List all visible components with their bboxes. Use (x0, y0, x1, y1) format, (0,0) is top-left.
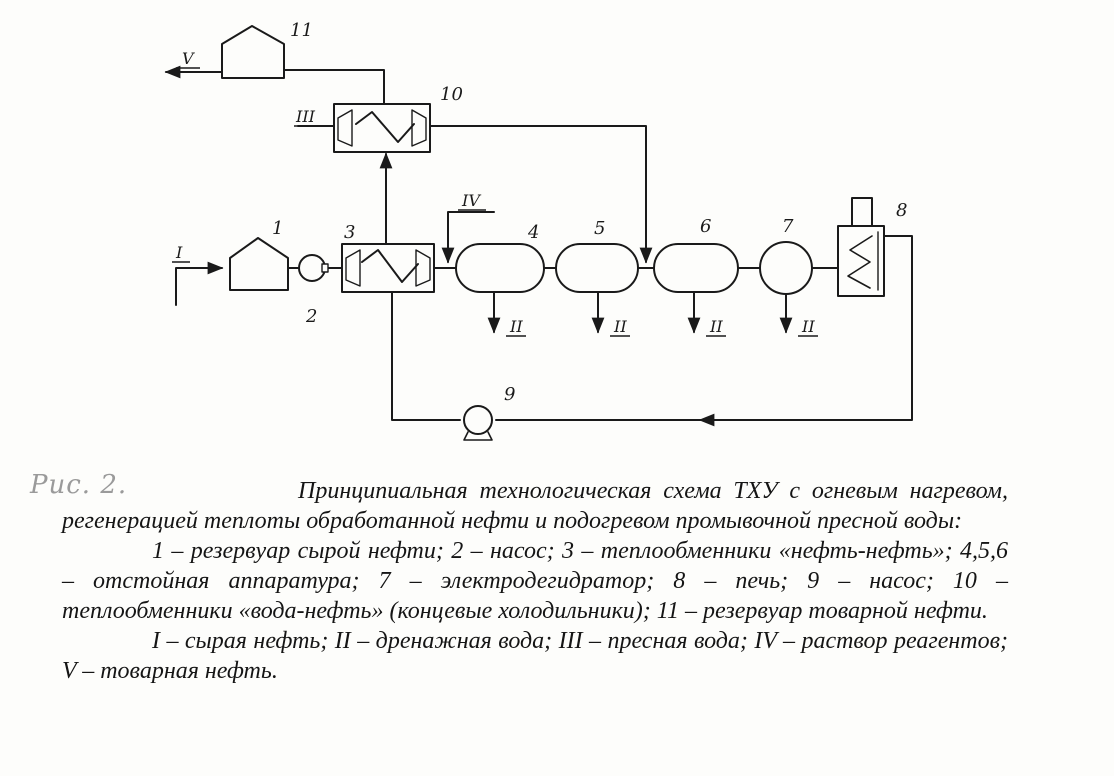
label-1: 1 (272, 218, 283, 239)
caption-title: Принципиальная технологическая схема ТХУ… (62, 478, 1008, 534)
raw-oil-inlet-line (175, 261, 224, 306)
label-11: 11 (290, 20, 313, 41)
stream-label-drain-4: II (506, 317, 526, 337)
label-10: 10 (440, 84, 463, 105)
label-3: 3 (344, 222, 355, 243)
settler-6 (653, 243, 739, 293)
svg-text:IV: IV (461, 191, 481, 210)
settler-4 (455, 243, 545, 293)
label-5: 5 (594, 218, 605, 239)
pump-2 (298, 254, 329, 282)
equipment-number-labels: 11 10 1 2 3 4 5 6 7 8 9 (272, 20, 907, 405)
svg-text:II: II (709, 317, 723, 336)
svg-text:I: I (175, 243, 183, 262)
oil-oil-heat-exchanger-3 (341, 243, 435, 293)
stream-label-raw-oil: I (172, 243, 190, 263)
figure-caption: Принципиальная технологическая схема ТХУ… (62, 476, 1008, 686)
commercial-oil-tank-11 (221, 25, 285, 79)
stream-labels: V III IV I II II (172, 49, 818, 337)
stream-label-drain-7: II (798, 317, 818, 337)
furnace-8 (837, 197, 885, 297)
label-6: 6 (700, 216, 711, 237)
raw-oil-tank-1 (229, 237, 289, 291)
pump-9 (463, 405, 493, 441)
pump9-to-exchanger3-line (391, 291, 461, 421)
svg-text:II: II (801, 317, 815, 336)
figure-handwritten-mark: Рис. 2. (30, 470, 128, 500)
stream-label-commercial-oil: V (176, 49, 200, 69)
label-8: 8 (896, 200, 907, 221)
electric-dehydrator-7 (759, 241, 813, 295)
process-flow-diagram: 11 10 1 2 3 4 5 6 7 8 9 V III IV (164, 20, 913, 441)
water-oil-heat-exchanger-10 (333, 103, 431, 153)
reagent-injection-line (441, 211, 495, 264)
caption-streams-legend: I – сырая нефть; II – дренажная вода; II… (62, 628, 1008, 684)
svg-text:III: III (295, 107, 316, 126)
svg-text:II: II (613, 317, 627, 336)
caption-equipment-legend: 1 – резервуар сырой нефти; 2 – насос; 3 … (62, 538, 1008, 624)
equipment (221, 25, 885, 441)
svg-text:II: II (509, 317, 523, 336)
settler-5 (555, 243, 639, 293)
stream-label-drain-6: II (706, 317, 726, 337)
label-9: 9 (504, 384, 515, 405)
stream-label-reagents: IV (458, 191, 486, 211)
label-4: 4 (527, 222, 539, 243)
svg-text:V: V (182, 49, 195, 68)
stream-label-drain-5: II (610, 317, 630, 337)
label-2: 2 (305, 306, 317, 327)
label-7: 7 (782, 216, 794, 237)
stream-label-fresh-water: III (294, 107, 318, 127)
wash-water-line (429, 125, 653, 264)
